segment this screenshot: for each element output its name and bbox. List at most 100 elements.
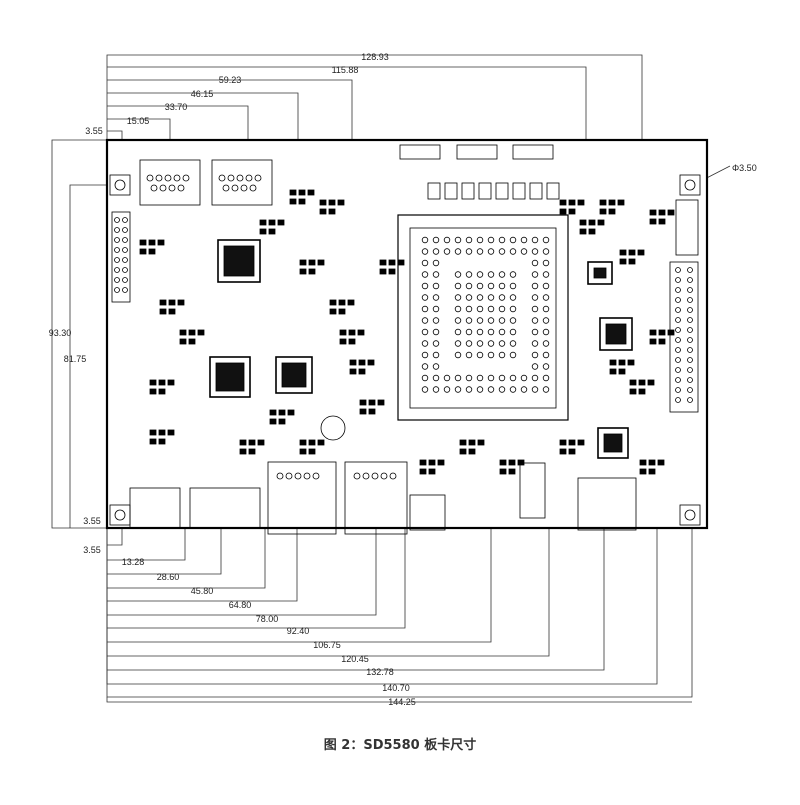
passive-part xyxy=(649,338,657,345)
header-pin xyxy=(687,277,693,283)
bga-ball xyxy=(432,294,440,301)
header-pin xyxy=(114,227,120,233)
passive-part xyxy=(647,379,655,386)
bga-ball xyxy=(421,248,429,255)
dim-line-bottom-10 xyxy=(106,528,693,698)
passive-part xyxy=(359,408,367,415)
bga-ball xyxy=(421,305,429,313)
passive-part xyxy=(268,219,276,226)
passive-part xyxy=(397,259,405,266)
connector-pin xyxy=(294,472,302,480)
bga-ball xyxy=(531,248,539,255)
qfp-die-3 xyxy=(605,323,627,345)
passive-part xyxy=(579,219,587,226)
passive-part xyxy=(278,409,286,416)
passive-part xyxy=(628,258,636,265)
passive-part xyxy=(357,329,365,336)
passive-part xyxy=(559,208,567,215)
passive-part xyxy=(248,439,256,446)
passive-part xyxy=(328,199,336,206)
qfp-chip-0 xyxy=(217,239,261,283)
bga-ball xyxy=(542,363,550,370)
header-pin xyxy=(122,217,128,223)
round-buzzer xyxy=(320,415,346,441)
header-pin xyxy=(675,267,681,273)
connector-pin xyxy=(389,472,397,480)
header-pin xyxy=(675,297,681,303)
passive-part xyxy=(597,219,605,226)
bga-ball xyxy=(476,294,484,301)
bga-ball xyxy=(443,248,451,255)
passive-part xyxy=(317,259,325,266)
passive-part xyxy=(287,409,295,416)
passive-part xyxy=(658,209,666,216)
bga-ball xyxy=(443,386,451,393)
dim-line-bottom-0 xyxy=(106,528,186,561)
bga-ball xyxy=(421,363,429,370)
bga-ball xyxy=(542,282,550,290)
connector-pin xyxy=(218,174,226,182)
connector-pin xyxy=(177,184,185,192)
passive-part xyxy=(349,359,357,366)
bga-ball xyxy=(443,374,451,382)
bga-ball xyxy=(465,248,473,255)
bga-ball xyxy=(421,340,429,347)
mounting-hole-2 xyxy=(114,509,126,521)
bga-ball xyxy=(498,328,506,336)
bga-ball xyxy=(531,294,539,301)
header-pin xyxy=(675,337,681,343)
bga-ball xyxy=(487,294,495,301)
bga-ball xyxy=(531,259,539,267)
passive-part xyxy=(588,228,596,235)
connector-pin xyxy=(150,184,158,192)
connector-pin xyxy=(245,174,253,182)
bga-ball xyxy=(531,328,539,336)
passive-part xyxy=(619,258,627,265)
passive-part xyxy=(667,209,675,216)
smd-chip xyxy=(512,182,526,200)
connector-pin xyxy=(380,472,388,480)
bga-ball xyxy=(432,259,440,267)
bga-ball xyxy=(509,271,517,278)
passive-part xyxy=(568,448,576,455)
passive-part xyxy=(348,338,356,345)
passive-part xyxy=(259,219,267,226)
passive-part xyxy=(649,218,657,225)
bga-ball xyxy=(531,317,539,324)
bga-ball xyxy=(487,374,495,382)
bottom-port xyxy=(519,462,546,519)
dim-bottom-106-75: 106.75 xyxy=(313,640,341,650)
bga-ball xyxy=(421,386,429,393)
passive-part xyxy=(347,299,355,306)
passive-part xyxy=(648,468,656,475)
dim-bottom-13-28: 13.28 xyxy=(122,557,145,567)
passive-part xyxy=(197,329,205,336)
bga-ball xyxy=(476,340,484,347)
passive-part xyxy=(299,268,307,275)
dim-bottom-left-3-55-a: 3.55 xyxy=(83,516,101,526)
passive-part xyxy=(177,299,185,306)
bga-ball xyxy=(542,317,550,324)
qfp-die-1 xyxy=(215,362,245,392)
connector-pin xyxy=(249,184,257,192)
passive-part xyxy=(609,359,617,366)
passive-part xyxy=(277,219,285,226)
left-header xyxy=(111,211,131,303)
header-pin xyxy=(687,287,693,293)
passive-part xyxy=(568,208,576,215)
passive-part xyxy=(608,199,616,206)
qfp-chip-2 xyxy=(275,356,313,394)
connector-pin xyxy=(227,174,235,182)
bga-ball xyxy=(432,236,440,244)
passive-part xyxy=(639,468,647,475)
qfp-die-0 xyxy=(223,245,255,277)
bga-ball xyxy=(531,340,539,347)
qfp-die-4 xyxy=(603,433,623,453)
passive-part xyxy=(358,359,366,366)
connector-pin xyxy=(303,472,311,480)
bga-ball xyxy=(454,282,462,290)
passive-part xyxy=(638,388,646,395)
passive-part xyxy=(628,249,636,256)
dim-line-top-46-15 xyxy=(107,92,299,140)
header-pin xyxy=(687,327,693,333)
